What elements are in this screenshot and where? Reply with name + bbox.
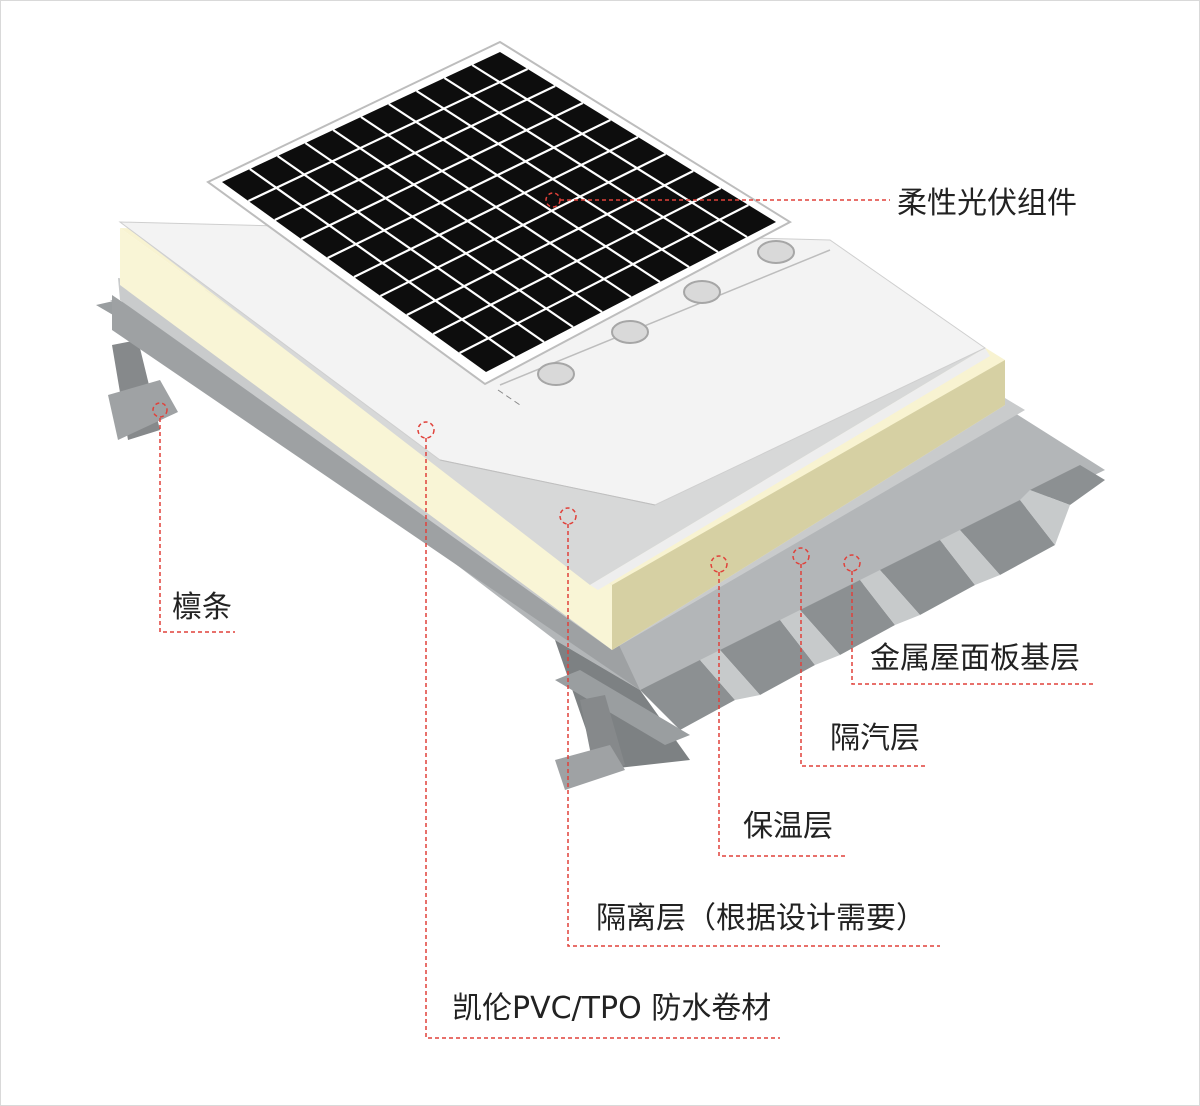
pv-grid-line [300,102,584,240]
pv-grid-line [274,85,556,221]
label-insulation: 保温层 [743,809,833,844]
label-pv-module: 柔性光伏组件 [897,186,1077,221]
label-purlin: 檩条 [172,590,232,625]
label-membrane: 凯伦PVC/TPO 防水卷材 [452,991,771,1026]
pv-grid-line [379,153,667,297]
leader-lines [152,192,1095,1039]
pv-cell-grid [247,64,749,358]
pv-grid-line [432,187,722,335]
label-vapor-barrier: 隔汽层 [830,721,920,756]
pv-grid-line [406,170,694,316]
pv-grid-line [247,68,529,202]
pv-grid-line [459,204,749,354]
purlin-front [555,670,690,790]
pv-module [206,40,793,386]
fasteners [537,240,795,386]
label-separation: 隔离层（根据设计需要） [596,901,926,936]
label-metal-deck: 金属屋面板基层 [870,641,1080,676]
pv-grid-line [327,119,611,259]
deck-edge [112,295,640,690]
pv-grid-line [353,136,639,278]
